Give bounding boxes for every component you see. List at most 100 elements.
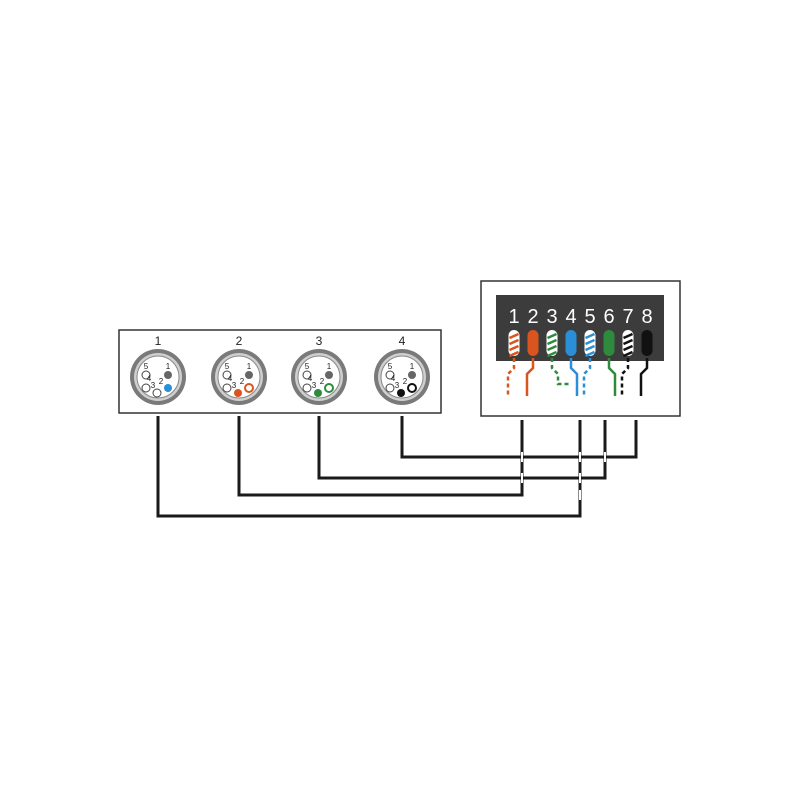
pin-label-1: 1 <box>247 362 252 371</box>
rj45-wire-end-6 <box>603 330 615 356</box>
pin-4 <box>141 383 151 393</box>
pin-2 <box>407 383 417 393</box>
pin-label-3: 3 <box>395 381 400 390</box>
rj45-wire-tail-7 <box>620 358 630 396</box>
pin-5 <box>141 370 151 380</box>
pin-label-3: 3 <box>312 381 317 390</box>
pin-label-2: 2 <box>159 377 164 386</box>
wire-stripe <box>547 350 557 358</box>
rj45-pin-label-4: 4 <box>565 306 576 328</box>
rj45-wire-end-4 <box>565 330 577 356</box>
rj45-pin-labels: 1 2 3 4 5 6 7 8 <box>508 306 652 328</box>
pin-5 <box>222 370 232 380</box>
pin-3 <box>152 388 162 398</box>
xlr-connector-1: 1 1 2 3 4 5 <box>130 334 186 405</box>
rj45-wire-end-8 <box>641 330 653 356</box>
rj45-wire-end-7 <box>622 330 634 358</box>
pin-label-5: 5 <box>225 362 230 371</box>
pin-1 <box>408 371 416 379</box>
pin-label-2: 2 <box>240 377 245 386</box>
cables <box>156 416 638 518</box>
wire-cap <box>565 330 577 356</box>
pin-1 <box>325 371 333 379</box>
cable-crossing-gaps <box>521 452 606 500</box>
cable-xlr1-to-rj45 <box>156 416 582 518</box>
wire-cap <box>641 330 653 356</box>
pin-label-4: 4 <box>228 374 233 383</box>
pin-3 <box>234 389 242 397</box>
cable-xlr4-to-rj45 <box>400 416 638 459</box>
rj45-pin-label-6: 6 <box>603 306 614 328</box>
pin-label-1: 1 <box>410 362 415 371</box>
xlr-connector-2: 2 1 2 3 4 5 <box>211 334 267 405</box>
wire-stripe <box>547 332 557 340</box>
pin-2 <box>324 383 334 393</box>
pin-1 <box>245 371 253 379</box>
wire-stripe <box>585 350 595 358</box>
wire-stripe <box>623 338 633 346</box>
wire-cap <box>603 330 615 356</box>
pin-4 <box>302 383 312 393</box>
rj45-wire-tail-6 <box>607 358 617 396</box>
pin-2 <box>164 384 172 392</box>
connector-label: 1 <box>155 334 162 348</box>
wire-stripe <box>547 338 557 346</box>
rj45-pin-label-2: 2 <box>527 306 538 328</box>
wire-cap <box>527 330 539 356</box>
wire-stripe <box>509 350 519 358</box>
wire-stripe <box>509 332 519 340</box>
rj45-pin-label-7: 7 <box>622 306 633 328</box>
rj45-wire-tail-8 <box>639 358 649 396</box>
xlr-connector-4: 4 1 2 3 4 5 <box>374 334 430 405</box>
rj45-wire-ends <box>508 330 653 358</box>
pin-label-2: 2 <box>403 377 408 386</box>
pin-label-5: 5 <box>144 362 149 371</box>
pin-1 <box>164 371 172 379</box>
rj45-wire-tail-5 <box>582 358 592 396</box>
pin-label-5: 5 <box>305 362 310 371</box>
rj45-wire-tail-2 <box>525 358 535 396</box>
rj45-wire-tail-4 <box>569 358 579 396</box>
wire-stripe <box>585 332 595 340</box>
rj45-pin-label-3: 3 <box>546 306 557 328</box>
xlr-connector-3: 3 1 2 3 4 5 <box>291 334 347 405</box>
rj45-pin-label-1: 1 <box>508 306 519 328</box>
rj45-socket: 1 2 3 4 5 6 7 8 <box>480 280 681 417</box>
wire-stripe <box>623 350 633 358</box>
rj45-pin-label-5: 5 <box>584 306 595 328</box>
pin-label-1: 1 <box>327 362 332 371</box>
pin-4 <box>385 383 395 393</box>
rj45-wire-end-3 <box>546 330 558 358</box>
rj45-wire-end-1 <box>508 330 520 358</box>
wire-stripe <box>547 344 557 352</box>
rj45-pin-panel <box>496 295 664 361</box>
pin-3 <box>397 389 405 397</box>
pin-5 <box>302 370 312 380</box>
pin-label-3: 3 <box>151 381 156 390</box>
rj45-wire-tail-1 <box>506 358 516 396</box>
pin-label-2: 2 <box>320 377 325 386</box>
pin-5 <box>385 370 395 380</box>
pin-3 <box>314 389 322 397</box>
wire-stripe <box>585 338 595 346</box>
rj45-wire-end-2 <box>527 330 539 356</box>
rj45-wire-tails <box>506 358 649 396</box>
wire-stripe <box>585 344 595 352</box>
pin-label-1: 1 <box>166 362 171 371</box>
connector-label: 2 <box>236 334 243 348</box>
wire-stripe <box>623 332 633 340</box>
rj45-pin-label-8: 8 <box>641 306 652 328</box>
pin-4 <box>222 383 232 393</box>
pin-label-3: 3 <box>232 381 237 390</box>
pin-label-4: 4 <box>308 374 313 383</box>
rj45-wire-end-5 <box>584 330 596 358</box>
pin-label-5: 5 <box>388 362 393 371</box>
wire-stripe <box>623 344 633 352</box>
wire-stripe <box>509 338 519 346</box>
connector-label: 4 <box>399 334 406 348</box>
pin-label-4: 4 <box>391 374 396 383</box>
cable-xlr3-to-rj45 <box>317 416 607 480</box>
pin-label-4: 4 <box>147 374 152 383</box>
wire-stripe <box>509 344 519 352</box>
